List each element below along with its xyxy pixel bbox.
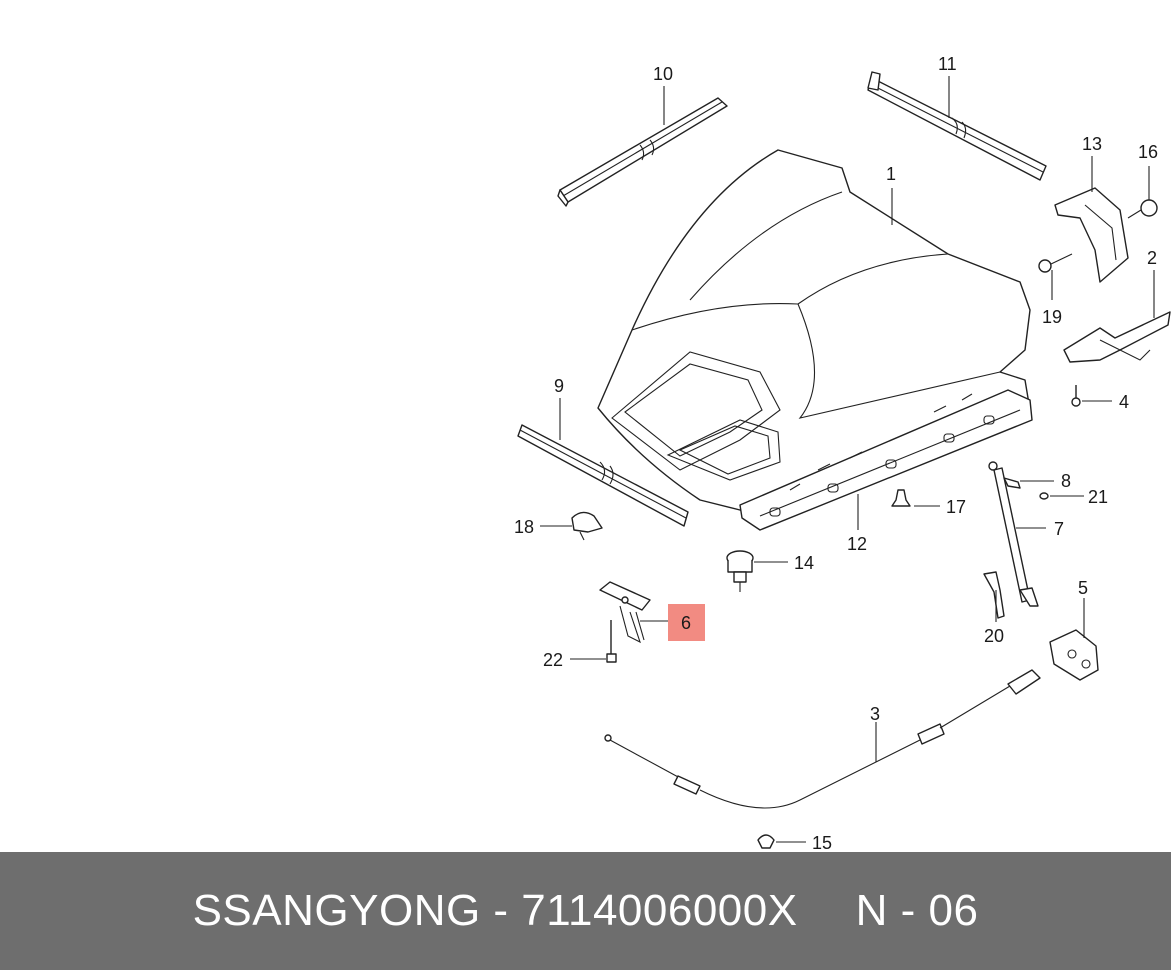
callout-14: 14	[794, 553, 814, 573]
part-13-bracket	[1054, 187, 1129, 283]
callout-19: 19	[1042, 307, 1062, 327]
part-9-weatherstrip	[517, 424, 689, 527]
callout-22: 22	[543, 650, 563, 670]
callout-15: 15	[812, 833, 832, 852]
callout-1: 1	[886, 164, 896, 184]
callout-20: 20	[984, 626, 1004, 646]
part-number-label: SSANGYONG - 7114006000X	[192, 886, 798, 935]
callout-18: 18	[514, 517, 534, 537]
part-8-ballstud	[1003, 477, 1021, 489]
callout-7: 7	[1054, 519, 1064, 539]
callout-21: 21	[1088, 487, 1108, 507]
part-7-gas-strut	[988, 461, 1039, 607]
callout-5: 5	[1078, 578, 1088, 598]
part-19-screw	[1038, 253, 1073, 273]
part-11-weatherstrip	[867, 71, 1047, 181]
highlight-box	[668, 604, 705, 641]
part-18-clip	[571, 511, 603, 541]
part-5-latch	[1049, 629, 1099, 681]
part-15-clip	[757, 834, 775, 849]
callout-10: 10	[653, 64, 673, 84]
page-label: N - 06	[855, 886, 979, 935]
part-3-release-cable	[604, 669, 1041, 809]
footer-bar: SSANGYONG - 7114006000X N - 06	[0, 852, 1171, 970]
parts-diagram: 1 2 3 4 5 6 7 8 9 10 11 12 13 14 15 16 1…	[514, 54, 1171, 852]
part-2-hinge	[1063, 311, 1171, 363]
part-6-striker	[599, 581, 651, 644]
part-21-clip	[1039, 492, 1049, 500]
part-14-bumper	[726, 550, 754, 592]
callouts: 1 2 3 4 5 6 7 8 9 10 11 12 13 14 15 16 1…	[514, 54, 1158, 852]
callout-3: 3	[870, 704, 880, 724]
part-16-nut	[1127, 199, 1158, 219]
part-22-bolt	[606, 620, 617, 663]
callout-12: 12	[847, 534, 867, 554]
part-20-bolt	[983, 571, 1005, 619]
callout-8: 8	[1061, 471, 1071, 491]
callout-4: 4	[1119, 392, 1129, 412]
callout-11: 11	[938, 54, 957, 74]
part-4-bolt	[1071, 385, 1081, 407]
leader-lines	[540, 76, 1155, 843]
callout-6: 6	[681, 613, 691, 633]
callout-13: 13	[1082, 134, 1102, 154]
callout-16: 16	[1138, 142, 1158, 162]
callout-2: 2	[1147, 248, 1157, 268]
part-17-grommet	[891, 489, 911, 507]
callout-9: 9	[554, 376, 564, 396]
part-10-weatherstrip	[557, 97, 728, 207]
part-1-hood	[597, 149, 1033, 531]
callout-17: 17	[946, 497, 966, 517]
